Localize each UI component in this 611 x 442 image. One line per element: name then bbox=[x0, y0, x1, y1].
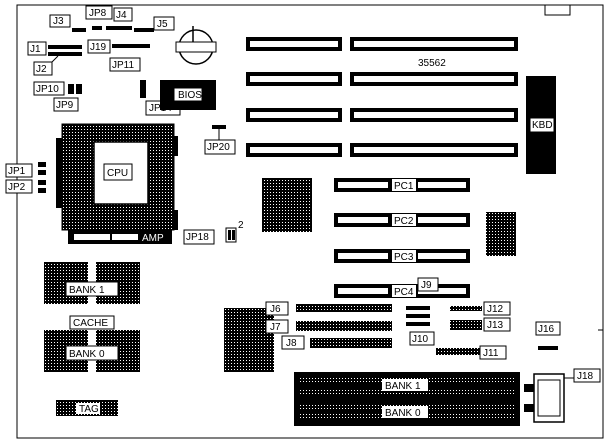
svg-text:JP2: JP2 bbox=[8, 182, 26, 193]
svg-text:PC3: PC3 bbox=[394, 252, 414, 263]
header-j13: J13 bbox=[450, 317, 511, 332]
isa-slot-row-3 bbox=[246, 108, 518, 122]
svg-text:J13: J13 bbox=[487, 320, 504, 331]
jumper-j4: J4 bbox=[106, 7, 133, 30]
slot-pc3: PC3 bbox=[334, 249, 470, 263]
chipset-chip-3 bbox=[224, 308, 274, 372]
jumper-jp18: JP18 2 bbox=[183, 220, 244, 245]
slot-pc1: PC1 bbox=[334, 178, 470, 192]
header-j8: J8 bbox=[281, 335, 392, 350]
jp18-pin-label: 2 bbox=[238, 220, 244, 231]
slot-pc2: PC2 bbox=[334, 213, 470, 227]
jumper-j2: J2 bbox=[33, 55, 59, 76]
jumper-jp20: JP20 bbox=[204, 125, 236, 155]
tag-chip: TAG bbox=[56, 400, 118, 416]
svg-text:J19: J19 bbox=[90, 42, 107, 53]
svg-text:J7: J7 bbox=[270, 322, 281, 333]
battery-icon bbox=[175, 26, 217, 65]
svg-text:JP8: JP8 bbox=[89, 8, 107, 19]
svg-text:JP10: JP10 bbox=[36, 84, 59, 95]
svg-text:CACHE: CACHE bbox=[73, 318, 108, 329]
jumper-jp10: JP10 bbox=[33, 81, 82, 96]
connector-j18: J18 bbox=[524, 368, 601, 423]
header-j12: J12 bbox=[450, 301, 511, 316]
keyboard-connector: KBD bbox=[526, 76, 556, 174]
header-j11: J11 bbox=[436, 345, 507, 360]
jumper-jp11: JP11 bbox=[109, 57, 141, 72]
svg-text:KBD: KBD bbox=[532, 120, 553, 131]
svg-text:BIOS: BIOS bbox=[178, 90, 202, 101]
cpu-socket: CPU bbox=[56, 123, 178, 231]
jumper-jp2: JP2 bbox=[5, 179, 46, 194]
simm-bank-1: BANK 1 bbox=[294, 372, 520, 400]
cache-bank-0: BANK 0 bbox=[44, 330, 140, 372]
jumper-jp8: JP8 bbox=[85, 5, 113, 30]
svg-text:PC1: PC1 bbox=[394, 181, 414, 192]
svg-text:TAG: TAG bbox=[79, 404, 99, 415]
svg-text:AMP: AMP bbox=[142, 233, 164, 244]
jumper-jp1: JP1 bbox=[5, 162, 46, 178]
isa-slot-row-1 bbox=[246, 37, 518, 51]
connector-j10: J10 bbox=[409, 331, 435, 346]
board-id-number: 35562 bbox=[418, 58, 446, 69]
isa-slot-row-4 bbox=[246, 143, 518, 157]
svg-text:PC4: PC4 bbox=[394, 287, 414, 298]
svg-text:J8: J8 bbox=[286, 338, 297, 349]
svg-text:J18: J18 bbox=[577, 371, 594, 382]
svg-text:JP1: JP1 bbox=[8, 166, 26, 177]
svg-text:J4: J4 bbox=[116, 10, 127, 21]
chipset-chip-2 bbox=[486, 212, 516, 256]
svg-text:BANK 1: BANK 1 bbox=[69, 285, 105, 296]
header-j7: J7 bbox=[265, 319, 392, 334]
svg-text:PC2: PC2 bbox=[394, 216, 414, 227]
svg-text:J6: J6 bbox=[270, 304, 281, 315]
bios-chip: BIOS bbox=[160, 80, 216, 110]
jumper-j3: J3 bbox=[49, 14, 86, 32]
slot-pc4: PC4 bbox=[334, 284, 470, 298]
svg-text:JP9: JP9 bbox=[56, 100, 74, 111]
svg-text:JP20: JP20 bbox=[207, 142, 230, 153]
svg-text:CPU: CPU bbox=[107, 168, 128, 179]
jumper-j19: J19 bbox=[87, 39, 150, 54]
svg-text:J10: J10 bbox=[412, 334, 429, 345]
svg-text:J11: J11 bbox=[483, 348, 499, 359]
svg-text:JP18: JP18 bbox=[186, 232, 209, 243]
isa-slot-row-2 bbox=[246, 72, 518, 86]
svg-text:J1: J1 bbox=[30, 44, 41, 55]
svg-text:JP11: JP11 bbox=[112, 60, 134, 71]
amp-socket-base: AMP bbox=[68, 230, 172, 244]
cache-bank-1: BANK 1 bbox=[44, 262, 140, 304]
jumper-j1: J1 bbox=[27, 41, 82, 56]
chipset-chip-1 bbox=[262, 178, 312, 232]
svg-text:J12: J12 bbox=[487, 304, 504, 315]
svg-text:BANK 0: BANK 0 bbox=[69, 349, 105, 360]
svg-text:J5: J5 bbox=[157, 19, 168, 30]
connector-j9: J9 bbox=[406, 277, 439, 326]
simm-bank-0: BANK 0 bbox=[294, 400, 520, 426]
header-j16: J16 bbox=[535, 321, 561, 350]
svg-text:J2: J2 bbox=[36, 64, 47, 75]
svg-text:J9: J9 bbox=[421, 280, 432, 291]
svg-text:BANK 0: BANK 0 bbox=[385, 408, 421, 419]
header-j6: J6 bbox=[265, 301, 392, 316]
svg-text:J3: J3 bbox=[53, 16, 64, 27]
jumper-j5: J5 bbox=[134, 16, 175, 32]
cache-label: CACHE bbox=[69, 315, 115, 330]
svg-text:BANK 1: BANK 1 bbox=[385, 381, 421, 392]
jumper-jp9: JP9 bbox=[53, 97, 79, 112]
svg-text:J16: J16 bbox=[538, 324, 555, 335]
